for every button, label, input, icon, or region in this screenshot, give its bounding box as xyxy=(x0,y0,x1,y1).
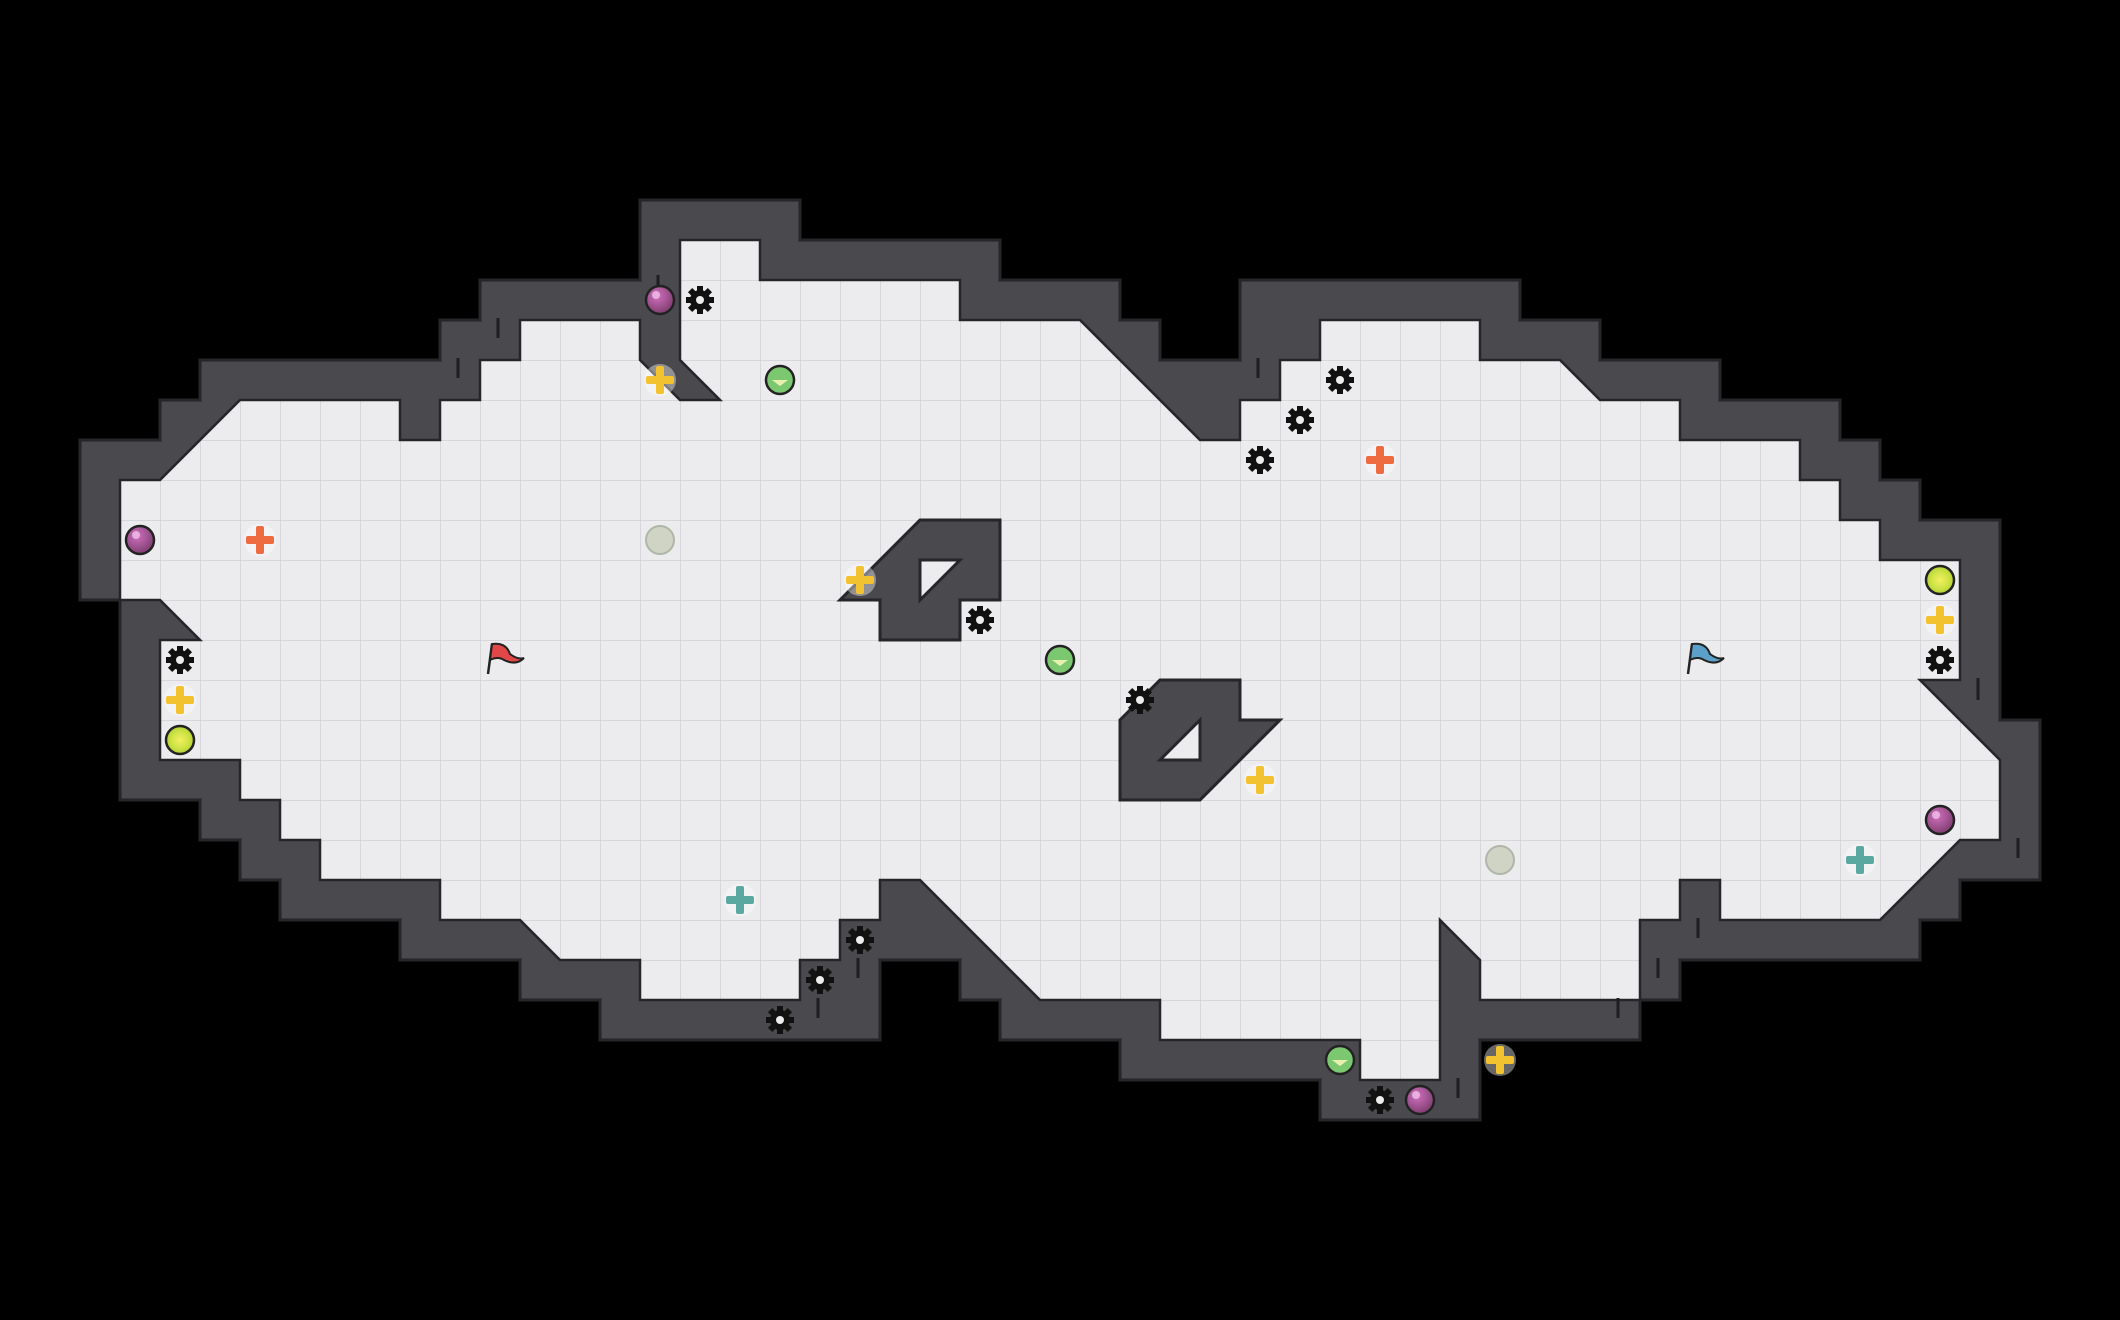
blue-flag[interactable] xyxy=(1686,642,1725,675)
gear-icon[interactable] xyxy=(166,646,194,674)
gear-icon[interactable] xyxy=(1926,646,1954,674)
gear-icon[interactable] xyxy=(846,926,874,954)
potion-item[interactable] xyxy=(1924,804,1956,836)
green-orb-item[interactable] xyxy=(764,364,796,396)
inner-wall-2 xyxy=(1118,678,1284,802)
yellow-cross-item[interactable] xyxy=(1924,604,1956,636)
potion-item[interactable] xyxy=(1404,1084,1436,1116)
gray-orb-item[interactable] xyxy=(1485,845,1515,875)
green-orb-item[interactable] xyxy=(1324,1044,1356,1076)
red-flag[interactable] xyxy=(486,642,525,675)
teal-cross-item[interactable] xyxy=(724,884,756,916)
yellow-orb-item[interactable] xyxy=(1924,564,1956,596)
gray-orb-item[interactable] xyxy=(645,525,675,555)
gear-icon[interactable] xyxy=(1326,366,1354,394)
gear-icon[interactable] xyxy=(1126,686,1154,714)
items-layer xyxy=(124,284,1956,1116)
teal-cross-item[interactable] xyxy=(1844,844,1876,876)
potion-item[interactable] xyxy=(124,524,156,556)
gear-icon[interactable] xyxy=(1366,1086,1394,1114)
orange-cross-item[interactable] xyxy=(1364,444,1396,476)
gear-icon[interactable] xyxy=(1286,406,1314,434)
gear-icon[interactable] xyxy=(686,286,714,314)
gear-icon[interactable] xyxy=(806,966,834,994)
inner-wall-1 xyxy=(836,518,1002,642)
green-orb-item[interactable] xyxy=(1044,644,1076,676)
yellow-orb-item[interactable] xyxy=(164,724,196,756)
gear-icon[interactable] xyxy=(966,606,994,634)
gear-icon[interactable] xyxy=(1246,446,1274,474)
yellow-cross-item[interactable] xyxy=(1244,764,1276,796)
gear-icon[interactable] xyxy=(766,1006,794,1034)
potion-item[interactable] xyxy=(644,284,676,316)
orange-cross-item[interactable] xyxy=(244,524,276,556)
yellow-cross-item[interactable] xyxy=(844,564,876,596)
yellow-cross-item[interactable] xyxy=(644,364,676,396)
yellow-cross-item[interactable] xyxy=(164,684,196,716)
yellow-cross-item[interactable] xyxy=(1484,1044,1516,1076)
